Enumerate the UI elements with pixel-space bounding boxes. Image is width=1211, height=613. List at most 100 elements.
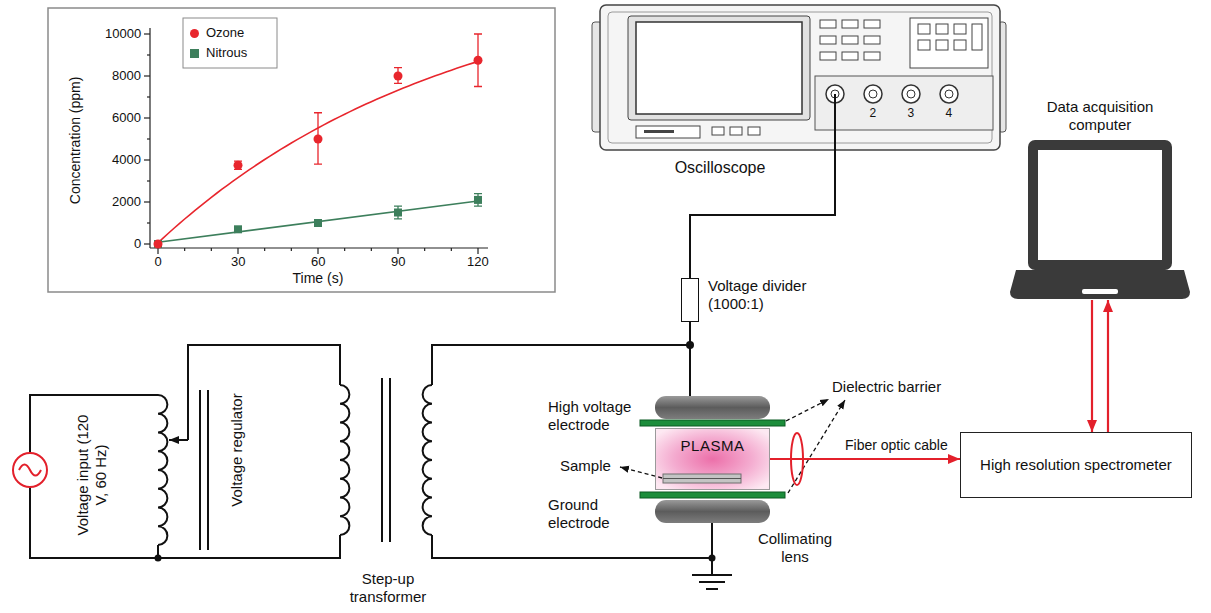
oscilloscope-picture	[954, 40, 966, 50]
nitrous-error-bar	[234, 194, 482, 231]
oscilloscope-picture	[936, 24, 948, 34]
nitrous-fit-line	[158, 201, 478, 242]
transformer-symbol	[340, 378, 432, 542]
chart-axes	[211, 248, 212, 251]
legend-entry: Nitrous	[190, 44, 247, 62]
oscilloscope-picture	[730, 127, 742, 135]
chart-axes	[317, 248, 318, 254]
ac-source-symbol	[13, 453, 47, 487]
oscilloscope-picture	[936, 40, 948, 50]
oscilloscope-picture	[712, 127, 724, 135]
voltage-divider: Voltage divider (1000:1)	[681, 278, 699, 322]
legend-entry: Ozone	[190, 24, 244, 42]
leader-arrow	[620, 399, 845, 493]
legend-swatch	[190, 49, 199, 58]
plasma-reactor	[655, 396, 770, 419]
oscilloscope-picture	[842, 52, 858, 60]
part-label: Dielectric barrier	[832, 378, 941, 396]
tick-label: 30	[231, 254, 245, 270]
oscilloscope-picture	[864, 36, 880, 44]
tick-label: 0	[134, 236, 141, 252]
part-label: Voltage regulator	[227, 393, 245, 506]
circuit-wire	[432, 345, 690, 385]
plasma-reactor	[640, 492, 785, 498]
junction-dot	[686, 341, 694, 349]
nitrous-marker	[474, 196, 482, 204]
ozone-marker	[154, 56, 483, 249]
regulator-coil	[207, 390, 209, 550]
leader-arrow	[786, 399, 829, 421]
chart-axes	[144, 75, 150, 76]
regulator-coil	[158, 390, 208, 550]
oscilloscope-picture	[842, 36, 858, 44]
transformer-symbol	[389, 378, 391, 542]
node-text: Oscilloscope	[660, 158, 780, 177]
chart-axes	[144, 159, 150, 160]
tick-label: 10000	[105, 26, 141, 42]
regulator-coil	[199, 390, 201, 550]
data-arrow	[1107, 300, 1109, 432]
channel-number: 2	[870, 106, 877, 120]
chart-axes	[451, 248, 452, 251]
legend-text: Ozone	[206, 25, 244, 41]
circuit-wire	[30, 322, 712, 575]
ozone-marker	[154, 240, 163, 249]
plasma-chamber: PLASMA	[655, 428, 770, 490]
transformer-symbol	[340, 385, 349, 535]
axis-title: Time (s)	[293, 270, 344, 287]
oscilloscope-picture	[815, 76, 993, 130]
junction-dot	[155, 555, 162, 562]
nitrous-marker	[154, 196, 482, 248]
oscilloscope-picture	[910, 18, 988, 68]
part-label: High voltage electrode	[548, 398, 638, 434]
chart-axes	[424, 248, 425, 251]
transformer-symbol	[423, 385, 432, 535]
part-label: Fiber optic cable	[845, 437, 948, 454]
node-text: Voltage divider (1000:1)	[708, 277, 826, 313]
legend-text: Nitrous	[206, 45, 247, 61]
spectrometer-box: High resolution spectrometer	[960, 432, 1192, 498]
plasma-reactor	[663, 474, 741, 483]
oscilloscope-picture	[902, 85, 920, 103]
oscilloscope-picture	[864, 52, 880, 60]
oscilloscope-picture	[907, 90, 915, 98]
computer-laptop: Data acquisition computer	[1010, 140, 1190, 300]
leader-arrow	[788, 400, 845, 493]
tick-label: 60	[311, 254, 325, 270]
chart-axes	[184, 248, 185, 251]
chart-axes	[147, 222, 150, 223]
channel-number: 4	[946, 106, 953, 120]
part-label: Step-up transformer	[338, 570, 438, 606]
oscilloscope-picture	[869, 90, 877, 98]
chart-axes	[144, 243, 150, 244]
nitrous-error-bar	[474, 194, 482, 207]
oscilloscope-picture	[820, 36, 836, 44]
oscilloscope-picture	[954, 24, 966, 34]
chart-axes	[150, 247, 488, 248]
ozone-marker	[314, 135, 323, 144]
ac-source-symbol	[19, 465, 41, 476]
ground-symbol	[692, 575, 732, 589]
channel-number: 3	[908, 106, 915, 120]
chart-axes	[477, 248, 478, 254]
oscilloscope-picture	[864, 85, 882, 103]
node-text: High resolution spectrometer	[969, 456, 1183, 474]
circuit-wire	[711, 523, 713, 575]
oscilloscope-picture	[628, 16, 810, 120]
tick-label: 6000	[112, 110, 141, 126]
ozone-error-bar	[474, 34, 482, 87]
part-label: Sample	[560, 457, 611, 475]
plasma-reactor	[640, 396, 785, 523]
chart-frame	[48, 8, 555, 292]
chart-axes	[144, 28, 488, 254]
nitrous-marker	[234, 225, 242, 233]
ozone-error-bar	[314, 113, 322, 164]
ground-symbol	[699, 581, 725, 583]
ozone-marker	[474, 56, 483, 65]
oscilloscope-picture	[918, 24, 930, 34]
oscilloscope-picture	[945, 90, 953, 98]
axis-title: Concentration (ppm)	[67, 76, 84, 204]
tick-label: 8000	[112, 68, 141, 84]
